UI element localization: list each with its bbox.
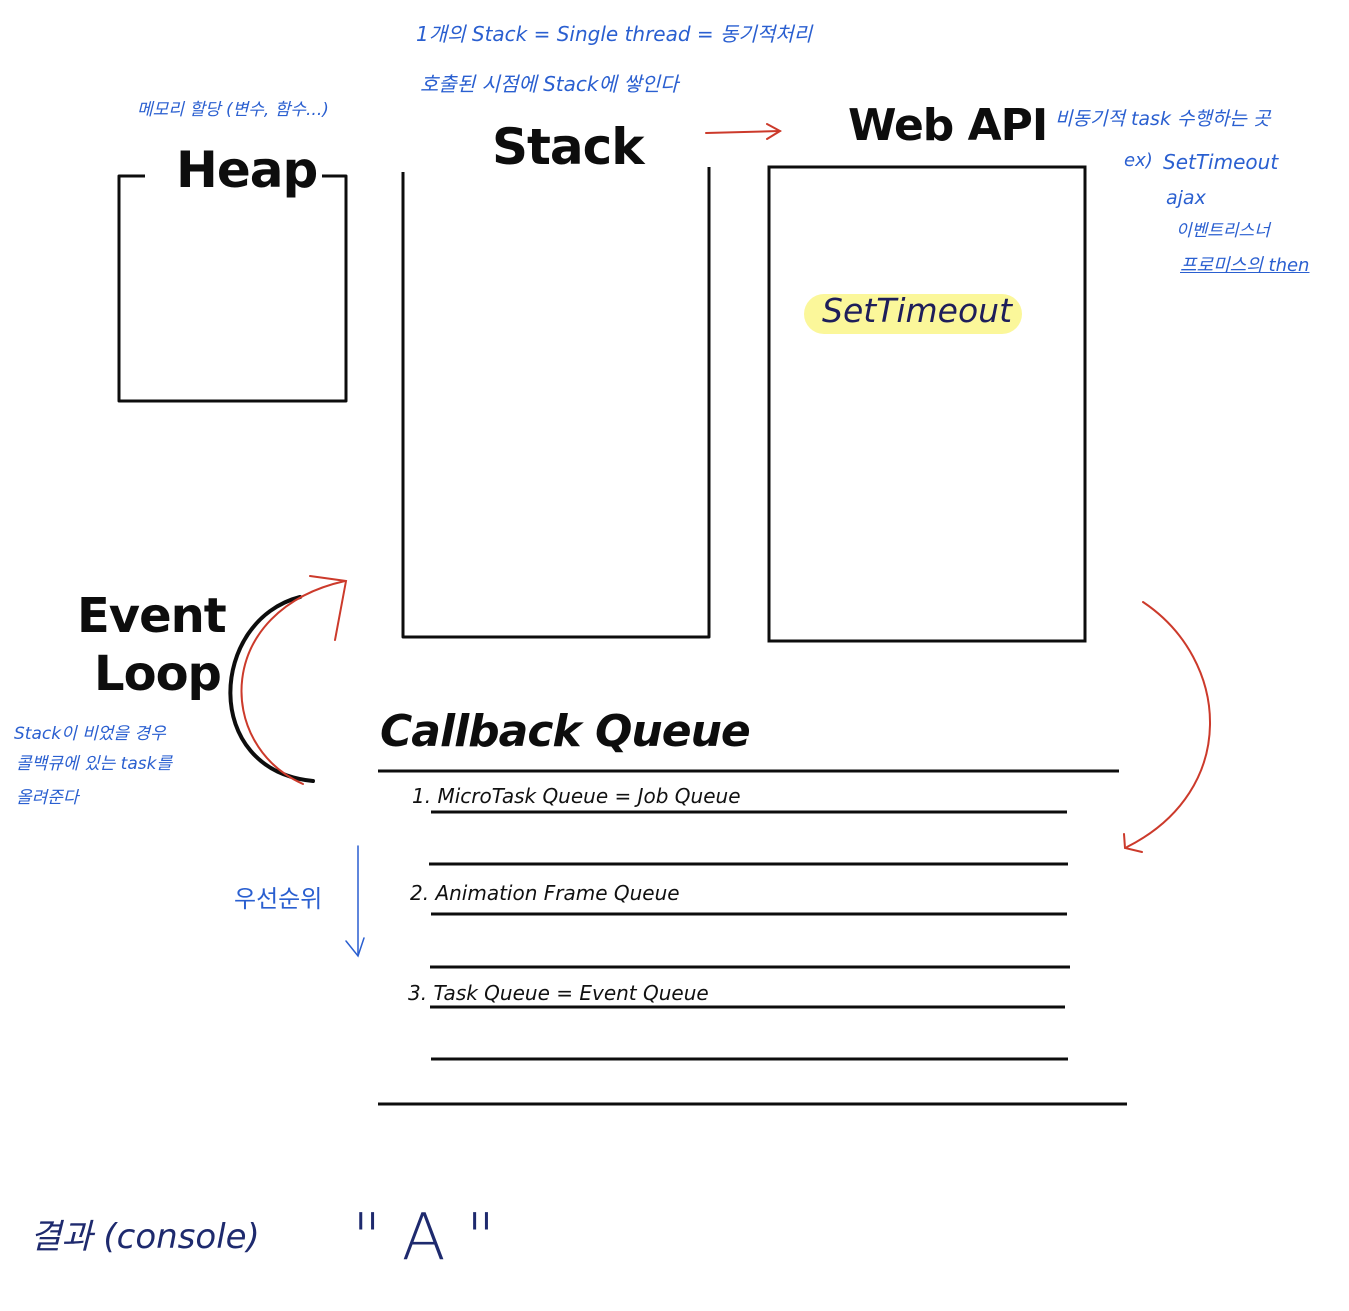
- web-api-examples-prefix: ex): [1124, 150, 1153, 171]
- priority-note: 우선순위: [234, 885, 323, 913]
- stack-title: Stack: [492, 118, 645, 176]
- web-api-example-4: 프로미스의 then: [1180, 255, 1310, 276]
- event-loop-note-line1: Stack이 비었을 경우: [14, 724, 166, 744]
- web-api-box: [767, 165, 1087, 643]
- event-loop-title-line1: Event: [77, 588, 227, 644]
- heap-note: 메모리 할당 (변수, 함수...): [137, 100, 329, 120]
- web-api-item: SetTimeout: [822, 291, 1013, 330]
- web-api-title: Web API: [848, 100, 1048, 151]
- result-label: 결과 (console): [30, 1217, 260, 1257]
- queue-item-microtask: 1. MicroTask Queue = Job Queue: [412, 784, 741, 808]
- priority-arrow: [345, 845, 365, 958]
- callback-queue-title: Callback Queue: [380, 706, 751, 757]
- web-api-note: 비동기적 task 수행하는 곳: [1055, 108, 1271, 130]
- web-api-example-3: 이벤트리스너: [1176, 221, 1270, 241]
- event-loop-title-line2: Loop: [94, 646, 222, 702]
- stack-note-line1: 1개의 Stack = Single thread = 동기적처리: [416, 22, 813, 46]
- webapi-to-queue-arrow: [1123, 601, 1211, 853]
- stack-to-webapi-arrow: [705, 123, 783, 140]
- web-api-example-1: SetTimeout: [1163, 150, 1279, 174]
- queue-lane-lines: [429, 810, 1070, 1061]
- event-loop-note-line2: 콜백큐에 있는 task를: [16, 754, 173, 774]
- stack-note-line2: 호출된 시점에 Stack에 쌓인다: [420, 72, 679, 96]
- web-api-example-2: ajax: [1166, 187, 1206, 209]
- stack-box: [401, 167, 711, 639]
- settimeout-highlight: [804, 294, 1022, 334]
- queue-item-animation-frame: 2. Animation Frame Queue: [410, 881, 680, 905]
- queue-item-task: 3. Task Queue = Event Queue: [408, 981, 709, 1005]
- heap-box: [117, 174, 348, 403]
- event-loop-note-line3: 올려준다: [16, 788, 79, 808]
- event-loop-arrow: [228, 575, 348, 785]
- heap-title: Heap: [176, 141, 318, 199]
- result-value: " A ": [352, 1201, 496, 1275]
